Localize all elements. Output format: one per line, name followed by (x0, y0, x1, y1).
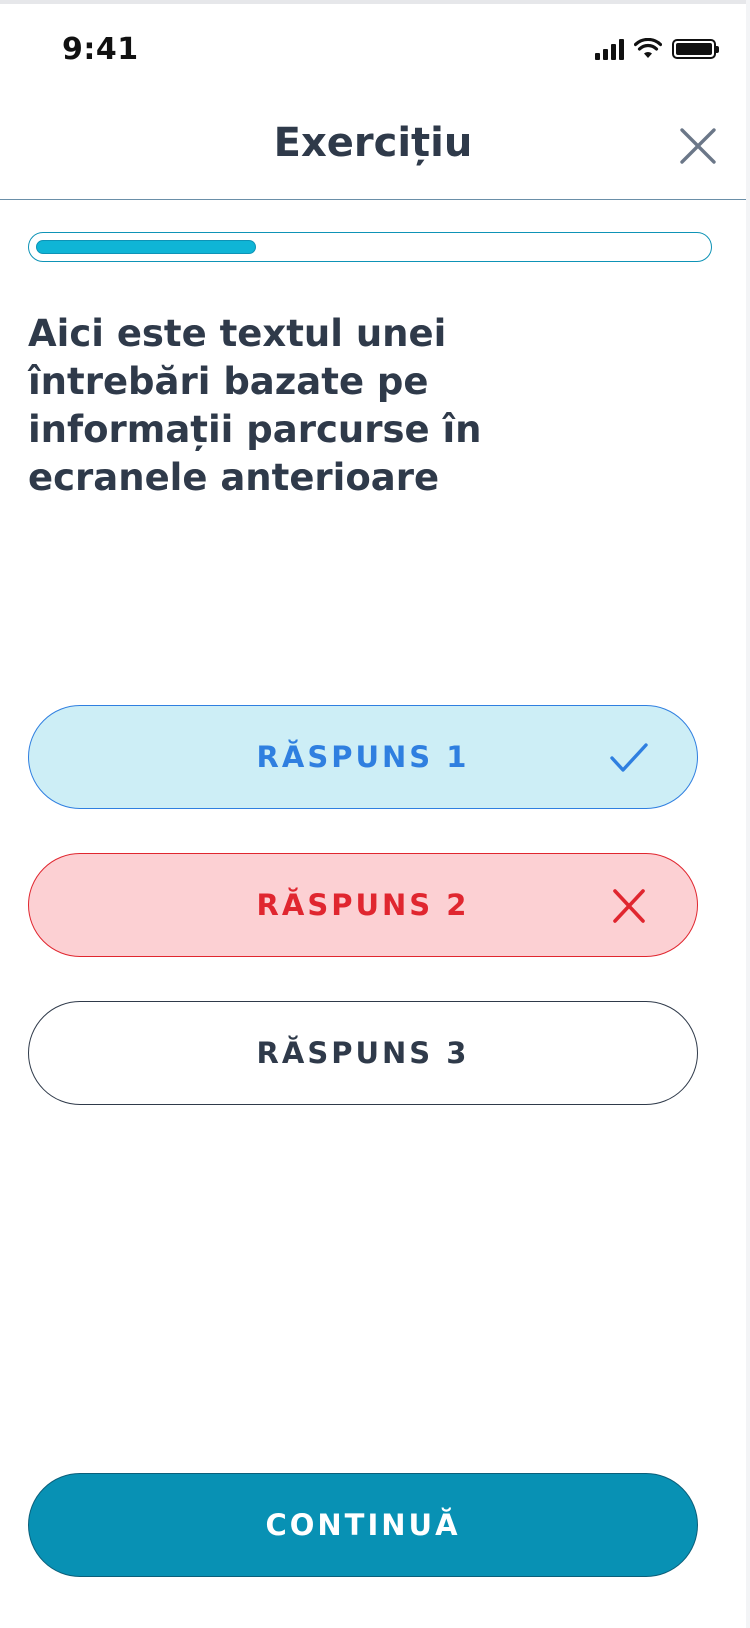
close-button[interactable] (676, 124, 720, 168)
status-time: 9:41 (62, 32, 139, 67)
answer-option-2[interactable]: RĂSPUNS 2 (28, 853, 698, 957)
page-title: Exercițiu (273, 120, 473, 166)
wifi-icon (634, 38, 662, 58)
answer-label: RĂSPUNS 2 (256, 888, 470, 922)
header-bar: Exercițiu (0, 100, 746, 200)
status-icons (595, 38, 719, 60)
question-text: Aici este textul unei întrebări bazate p… (28, 312, 482, 499)
checkmark-icon (610, 743, 648, 772)
progress-bar (28, 232, 712, 262)
status-bar: 9:41 (0, 4, 746, 96)
battery-icon (672, 39, 719, 59)
answer-option-3[interactable]: RĂSPUNS 3 (28, 1001, 698, 1105)
answer-option-1[interactable]: RĂSPUNS 1 (28, 705, 698, 809)
answer-label: RĂSPUNS 1 (256, 740, 470, 774)
x-mark-icon (613, 889, 645, 923)
progress-fill (36, 240, 256, 254)
close-icon (680, 128, 716, 164)
cellular-signal-icon (595, 38, 624, 60)
continue-button[interactable]: CONTINUĂ (28, 1473, 698, 1577)
answer-label: RĂSPUNS 3 (256, 1036, 470, 1070)
